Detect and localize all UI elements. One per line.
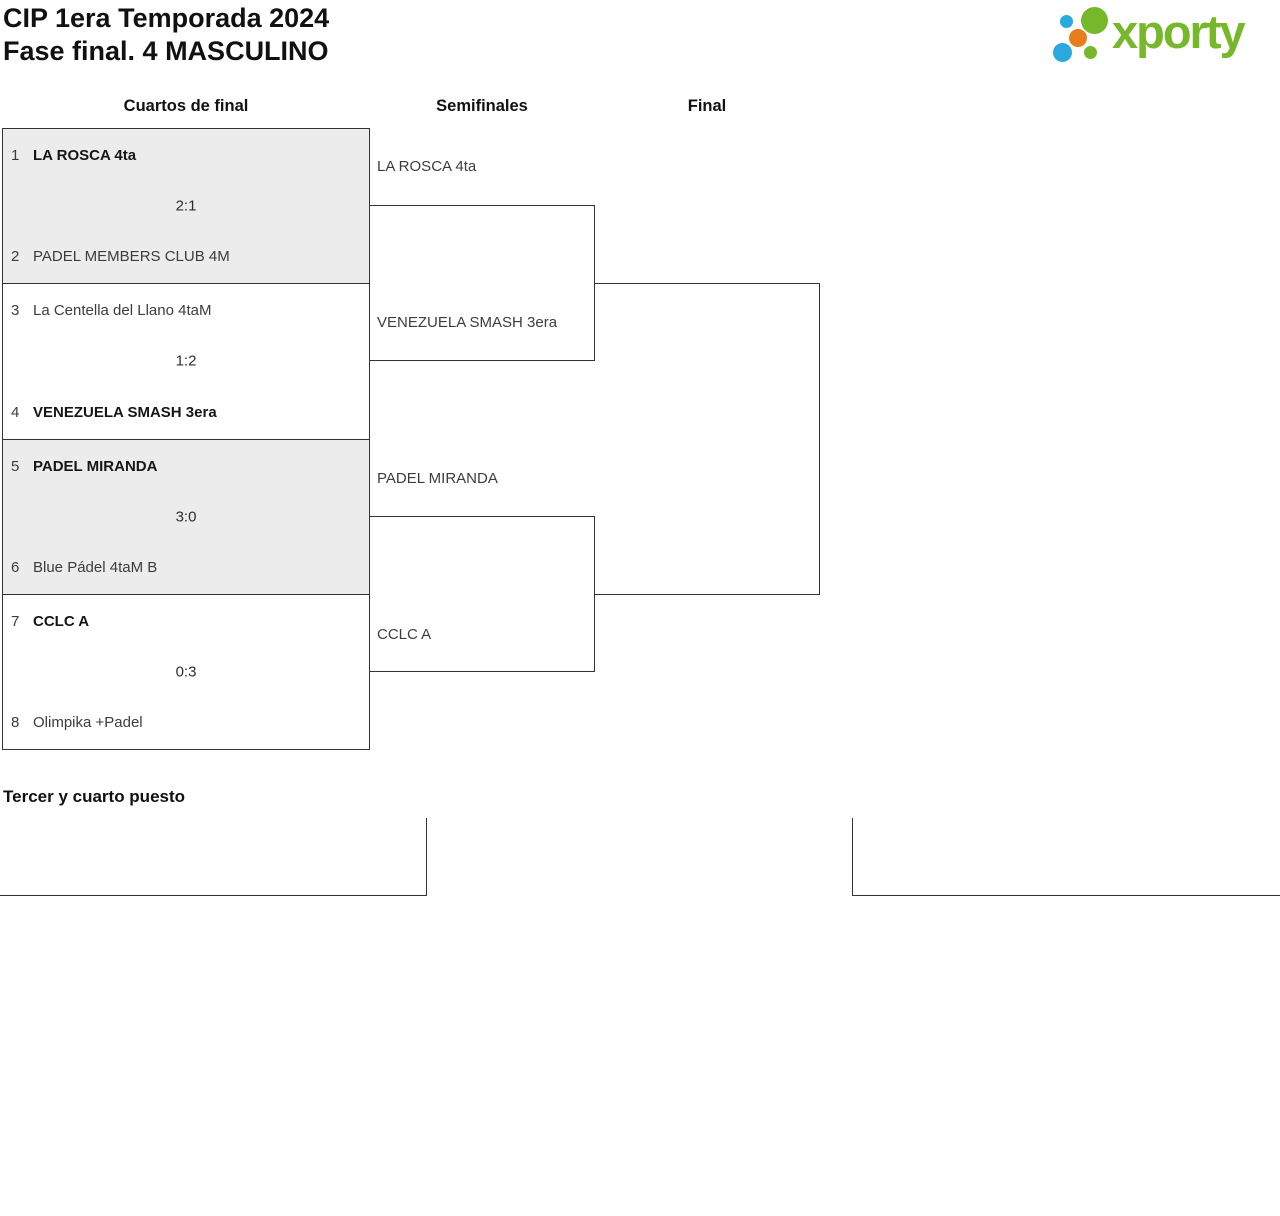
seed-number: 8 xyxy=(11,714,20,731)
match-quarterfinal-4: 7 CCLC A 0:3 8 Olimpika +Padel xyxy=(3,594,369,749)
logo-dot-orange-icon xyxy=(1069,29,1087,47)
seed-number: 4 xyxy=(11,403,20,421)
logo-dot-green-large-icon xyxy=(1081,7,1108,34)
team-name: PADEL MEMBERS CLUB 4M xyxy=(33,248,230,266)
match-participant: 6 Blue Pádel 4taM B xyxy=(11,559,157,576)
match-participant: 1 LA ROSCA 4ta xyxy=(11,147,136,164)
match-score: 0:3 xyxy=(175,663,197,681)
match-score: 2:1 xyxy=(175,197,197,215)
match-participant: 3 La Centella del Llano 4taM xyxy=(11,302,211,319)
third-place-right-connector xyxy=(852,818,1280,896)
column-header-final: Final xyxy=(687,97,727,115)
tournament-title: CIP 1era Temporada 2024 xyxy=(3,3,330,33)
semifinal-2-connector xyxy=(370,516,595,672)
team-name: LA ROSCA 4ta xyxy=(33,147,137,164)
seed-number: 5 xyxy=(11,457,20,475)
team-name: CCLC A xyxy=(33,612,90,630)
logo-dot-green-small-icon xyxy=(1084,46,1097,59)
team-name: La Centella del Llano 4taM xyxy=(33,302,212,320)
logo-wordmark: xporty xyxy=(1112,5,1246,58)
final-connector xyxy=(594,283,820,595)
third-place-heading: Tercer y cuarto puesto xyxy=(3,787,186,806)
column-header-semifinals: Semifinales xyxy=(436,97,528,115)
team-name: Olimpika +Padel xyxy=(33,714,143,731)
match-score: 1:2 xyxy=(175,352,197,370)
match-quarterfinal-3: 5 PADEL MIRANDA 3:0 6 Blue Pádel 4taM B xyxy=(3,439,369,595)
team-name: VENEZUELA SMASH 3era xyxy=(33,403,217,421)
third-place-left-connector xyxy=(0,818,427,896)
semifinal-1-connector xyxy=(370,205,595,361)
match-participant: 7 CCLC A xyxy=(11,613,89,630)
match-score: 3:0 xyxy=(175,508,197,526)
seed-number: 2 xyxy=(11,248,20,266)
seed-number: 6 xyxy=(11,558,20,576)
logo-dot-blue-small-icon xyxy=(1060,15,1073,28)
semifinal-1-team-1: LA ROSCA 4ta xyxy=(377,158,477,175)
match-quarterfinal-1: 1 LA ROSCA 4ta 2:1 2 PADEL MEMBERS CLUB 4M xyxy=(3,129,369,285)
xporty-logo: xporty xyxy=(1050,0,1280,70)
team-name: PADEL MIRANDA xyxy=(33,457,158,475)
quarterfinals-column: 1 LA ROSCA 4ta 2:1 2 PADEL MEMBERS CLUB 4M… xyxy=(2,128,370,750)
semifinal-2-team-2: CCLC A xyxy=(377,626,432,643)
seed-number: 1 xyxy=(11,147,20,164)
team-name: Blue Pádel 4taM B xyxy=(33,558,158,576)
phase-subtitle: Fase final. 4 MASCULINO xyxy=(3,36,329,66)
seed-number: 3 xyxy=(11,302,20,320)
match-participant: 4 VENEZUELA SMASH 3era xyxy=(11,404,217,421)
page-title: CIP 1era Temporada 2024 Fase final. 4 MA… xyxy=(3,2,329,68)
match-participant: 8 Olimpika +Padel xyxy=(11,714,143,731)
match-participant: 2 PADEL MEMBERS CLUB 4M xyxy=(11,248,230,265)
semifinal-1-team-2: VENEZUELA SMASH 3era xyxy=(377,314,558,331)
seed-number: 7 xyxy=(11,612,20,630)
semifinal-2-team-1: PADEL MIRANDA xyxy=(377,470,498,487)
match-participant: 5 PADEL MIRANDA xyxy=(11,458,157,475)
match-quarterfinal-2: 3 La Centella del Llano 4taM 1:2 4 VENEZUE… xyxy=(3,284,369,440)
logo-dot-blue-large-icon xyxy=(1053,43,1072,62)
column-header-quarterfinals: Cuartos de final xyxy=(123,97,249,115)
